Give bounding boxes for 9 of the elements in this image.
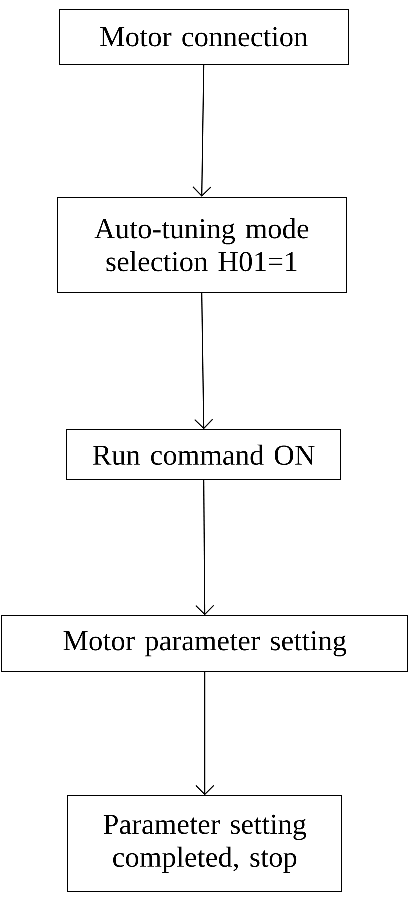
process-box: Motor parameter setting: [2, 616, 408, 672]
arrow: [196, 672, 214, 796]
arrow: [194, 293, 214, 430]
arrow: [196, 480, 214, 616]
process-box: Auto-tuning mode selection H01=1: [57, 197, 347, 293]
process-box: Motor connection: [59, 9, 349, 65]
process-box: Parameter setting completed, stop: [68, 796, 342, 892]
process-box: Run command ON: [66, 430, 342, 480]
arrow: [192, 65, 212, 197]
